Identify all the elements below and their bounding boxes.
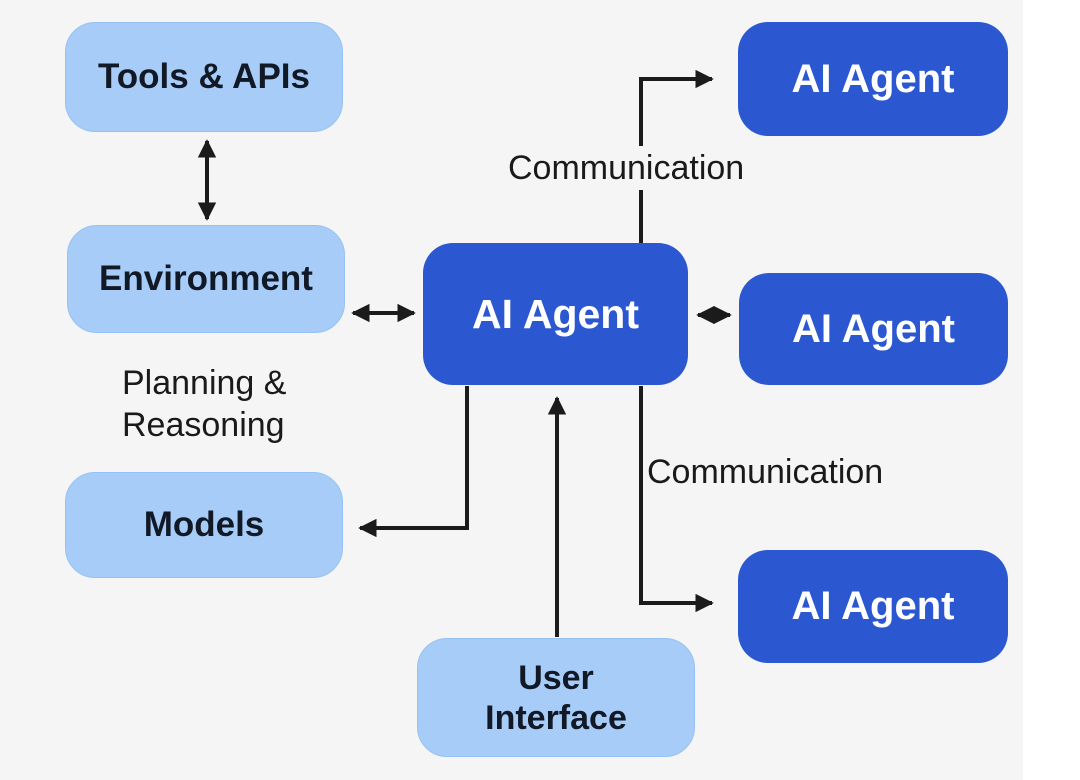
arrow-agent-models xyxy=(358,386,469,538)
node-models: Models xyxy=(65,472,343,578)
node-ai-agent-middle-right: AI Agent xyxy=(739,273,1008,385)
right-margin xyxy=(1023,0,1080,780)
label-communication-bottom: Communication xyxy=(647,453,884,491)
node-tools-apis: Tools & APIs xyxy=(65,22,343,132)
label-communication-top: Communication xyxy=(508,149,745,187)
node-ai-agent-bottom-right: AI Agent xyxy=(738,550,1008,663)
arrow-agent-top-right-agent xyxy=(639,69,714,146)
label-planning-reasoning: Planning & Reasoning xyxy=(122,364,287,444)
agent-architecture-diagram: Tools & APIs Environment Models User Int… xyxy=(65,22,1008,757)
node-environment: Environment xyxy=(67,225,345,333)
node-ai-agent-center: AI Agent xyxy=(423,243,688,385)
arrow-agent-bottom-right-agent xyxy=(639,386,714,613)
node-user-interface: User Interface xyxy=(417,638,695,757)
node-ai-agent-top-right: AI Agent xyxy=(738,22,1008,136)
